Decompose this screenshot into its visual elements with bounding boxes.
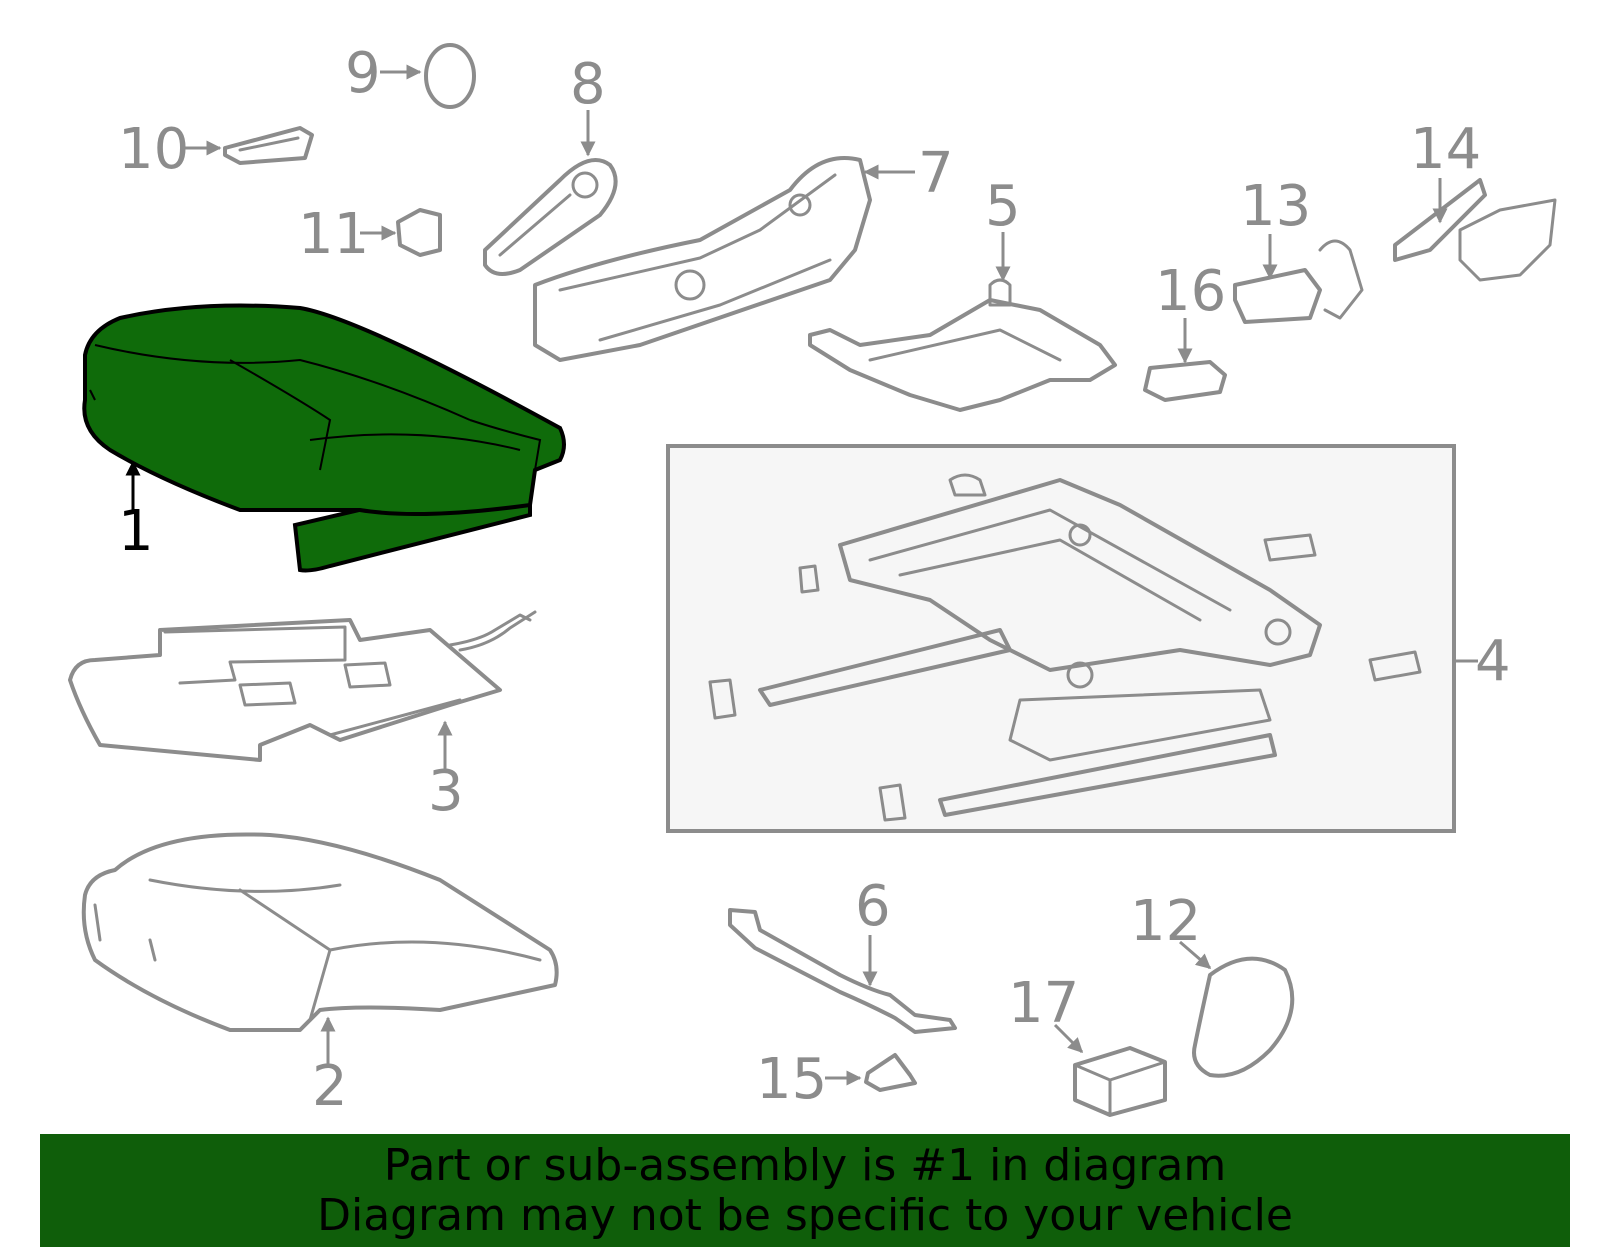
callout-8: 8 bbox=[570, 52, 606, 117]
seat-cushion-pad-part-1[interactable] bbox=[82, 303, 566, 573]
knob-part-11[interactable] bbox=[396, 208, 442, 257]
banner-line-2: Diagram may not be specific to your vehi… bbox=[317, 1189, 1293, 1241]
callout-10: 10 bbox=[118, 117, 189, 182]
recliner-cover-part-8[interactable] bbox=[483, 158, 618, 276]
recliner-bracket-part-14[interactable] bbox=[1393, 178, 1557, 282]
callout-13: 13 bbox=[1240, 174, 1311, 239]
cover-part-12[interactable] bbox=[1192, 956, 1295, 1078]
callout-11: 11 bbox=[298, 202, 369, 267]
callout-12: 12 bbox=[1130, 889, 1201, 954]
seat-cushion-cover-part-2[interactable] bbox=[81, 832, 559, 1032]
switch-part-10[interactable] bbox=[223, 126, 314, 165]
seat-adjuster-part-5[interactable] bbox=[808, 278, 1117, 412]
seat-frame-assembly-part-4[interactable] bbox=[666, 444, 1456, 833]
seat-heater-mat-part-3[interactable] bbox=[68, 610, 537, 762]
callout-3: 3 bbox=[428, 759, 464, 824]
callout-9: 9 bbox=[345, 41, 381, 106]
callout-5: 5 bbox=[985, 174, 1021, 239]
banner-line-1: Part or sub-assembly is #1 in diagram bbox=[383, 1139, 1227, 1191]
module-part-17[interactable] bbox=[1073, 1046, 1167, 1117]
callout-15: 15 bbox=[756, 1047, 827, 1112]
bracket-part-13[interactable] bbox=[1233, 239, 1364, 324]
rod-part-6[interactable] bbox=[728, 908, 957, 1034]
callout-7: 7 bbox=[918, 141, 954, 206]
callout-16: 16 bbox=[1155, 259, 1226, 324]
callout-1: 1 bbox=[118, 499, 154, 564]
callout-4: 4 bbox=[1475, 629, 1511, 694]
callout-14: 14 bbox=[1410, 117, 1481, 182]
callout-6: 6 bbox=[855, 874, 891, 939]
clip-part-16[interactable] bbox=[1143, 360, 1227, 402]
callout-2: 2 bbox=[312, 1054, 348, 1119]
side-shield-part-7[interactable] bbox=[533, 156, 872, 362]
info-banner: Part or sub-assembly is #1 in diagram Di… bbox=[40, 1134, 1570, 1247]
callout-17: 17 bbox=[1008, 971, 1079, 1036]
clip-part-15[interactable] bbox=[864, 1053, 917, 1092]
cap-part-9[interactable] bbox=[424, 43, 476, 109]
